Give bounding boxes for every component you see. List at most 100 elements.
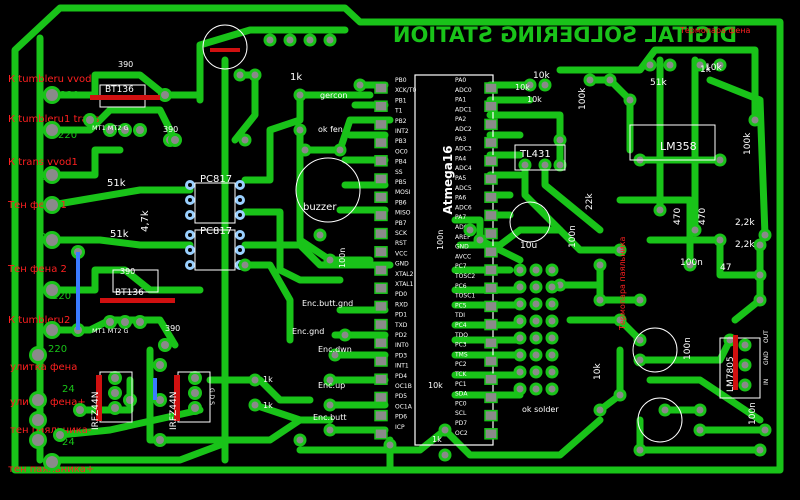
triac-1: BT136 MT1 MT2 G 390 <box>90 60 160 132</box>
pad-hole <box>532 266 540 274</box>
mcu-pin-label: RST <box>395 240 407 247</box>
pad-hole <box>171 136 179 144</box>
pad-hole <box>548 351 556 359</box>
pad-hole <box>46 199 58 211</box>
pad-hole <box>596 406 604 414</box>
resistor-value: 470 <box>673 208 683 225</box>
pad-hole <box>741 341 749 349</box>
pad-hole <box>616 391 624 399</box>
board-title: DIGITAL SOLDERING STATION <box>393 23 737 47</box>
resistor-value: 51k <box>650 78 667 88</box>
pad-hole <box>586 76 594 84</box>
pad-hole <box>516 385 524 393</box>
capacitor <box>637 397 683 443</box>
mcu-pad <box>374 428 388 440</box>
pad-hole <box>521 161 529 169</box>
resistor-value: 10k <box>527 95 542 104</box>
mcu-pin-label: INT1 <box>395 363 409 370</box>
pad-hole <box>636 446 644 454</box>
mcu-pad <box>374 355 388 367</box>
mcu-pin-label: PB4 <box>395 159 407 166</box>
pad-hole <box>126 396 134 404</box>
mcu-pad <box>374 264 388 276</box>
pad-hole <box>666 61 674 69</box>
pad-hole <box>741 361 749 369</box>
resistor-value: 22k <box>585 193 595 210</box>
mcu-pad <box>374 82 388 94</box>
mcu-pin-label: PC2 <box>455 361 467 368</box>
triac-pins: MT1 MT2 G <box>92 327 129 335</box>
mcu-pin-label: VCC <box>395 250 407 257</box>
pad-hole <box>191 389 199 397</box>
mcu-pin-label: MISO <box>395 210 411 217</box>
ic-label: LM7805 <box>726 356 736 392</box>
resistor-value: 47 <box>720 263 731 273</box>
resistor-value: 10k <box>515 83 530 92</box>
mcu-pin-label: PA0 <box>455 77 466 84</box>
pad-hole <box>756 271 764 279</box>
pad-hole <box>326 376 334 384</box>
triac-2: BT136 MT1 MT2 G 390 390 390 <box>92 125 180 335</box>
pad-hole <box>251 401 259 409</box>
pad-hole <box>121 318 129 326</box>
mcu-pin-label: ICP <box>395 424 405 431</box>
pad-hole <box>661 406 669 414</box>
mcu-pad <box>484 209 498 222</box>
pad-hole <box>161 91 169 99</box>
mcu-atmega16: Atmega16 PB0XCK/T0PB1T1PB2INT2PB3OC0PB4S… <box>394 74 494 446</box>
pad-hole <box>636 356 644 364</box>
mcu-pin-label: PB0 <box>395 77 407 84</box>
voltage-label: 24 <box>62 437 75 448</box>
mcu-pad <box>374 318 388 331</box>
resistor-value: 10k <box>593 363 603 380</box>
pad-hole <box>532 317 540 325</box>
mcu-pin-label: PC4 <box>455 322 467 329</box>
capacitor <box>509 201 551 243</box>
pad-hole <box>296 91 304 99</box>
pad-hole <box>636 296 644 304</box>
buzzer-label: buzzer <box>303 202 337 213</box>
solder-pads <box>29 33 772 471</box>
mcu-pin-label: GND <box>455 244 469 251</box>
pad-hole <box>696 406 704 414</box>
resistor-value: 2,2k <box>735 218 755 228</box>
net-label: Enc.up <box>318 381 345 390</box>
pad-hole <box>111 389 119 397</box>
mcu-pad <box>484 246 498 258</box>
pad-hole <box>188 263 192 267</box>
connector-label: улитка фена <box>10 362 77 373</box>
pad-hole <box>516 266 524 274</box>
pad-hole <box>238 213 242 217</box>
optocoupler-2: PC817 <box>194 226 236 271</box>
net-label: ok solder <box>522 405 559 414</box>
pad-hole <box>238 198 242 202</box>
pad-hole <box>386 441 394 449</box>
capacitor <box>202 24 248 70</box>
net-label: Enc.butt <box>313 413 347 422</box>
mcu-pin-label: PD3 <box>395 352 407 359</box>
pad-hole <box>32 394 44 406</box>
connector-label: Тен фена 1 <box>7 200 67 211</box>
mcu-pad <box>374 173 388 185</box>
pad-hole <box>156 396 164 404</box>
mcu-pin-label: TDI <box>454 312 465 319</box>
resistor-value: 100k <box>578 87 588 110</box>
pad-hole <box>532 351 540 359</box>
pad-hole <box>326 401 334 409</box>
capacitor-value: 100n <box>436 230 445 250</box>
pad-hole <box>541 161 549 169</box>
pad-hole <box>238 183 242 187</box>
triac-pins: MT1 MT2 G <box>92 124 129 132</box>
tl431: TL431 <box>514 144 566 171</box>
resistor-value: 10k <box>428 381 443 390</box>
mcu-pad <box>374 118 388 131</box>
pad-hole <box>46 456 58 468</box>
mcu-pin-label: PC6 <box>455 283 467 290</box>
pad-hole <box>516 300 524 308</box>
mcu-pad <box>374 373 388 385</box>
pad-hole <box>516 317 524 325</box>
pad-hole <box>626 96 634 104</box>
mcu-pin-label: PD6 <box>395 414 407 421</box>
mcu-pad <box>484 82 498 94</box>
mcu-pin-label: ADC5 <box>455 185 472 192</box>
